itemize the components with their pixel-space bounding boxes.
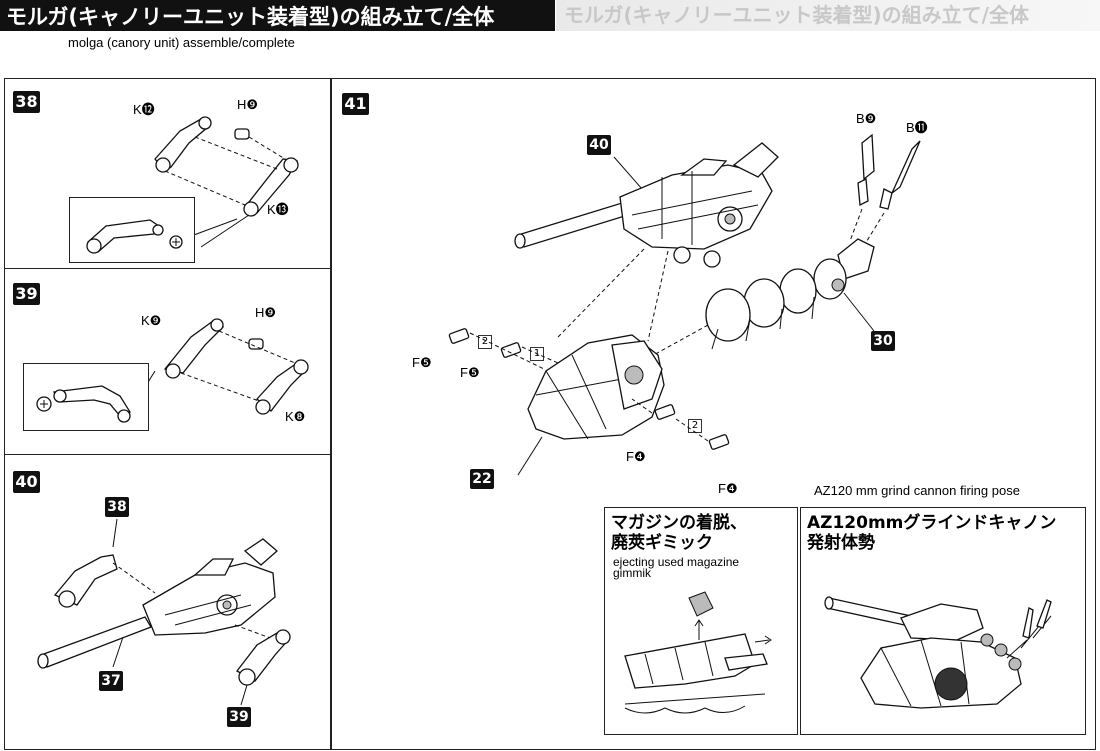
ref-step-39: 39	[227, 707, 251, 727]
magazine-title-line1: マガジンの着脱、	[611, 513, 747, 533]
step-40-panel: 40 38 37 39	[4, 454, 331, 750]
label-f4-a: F❹	[626, 449, 646, 464]
cannon-pose-inset: AZ120mmグラインドキャノン 発射体勢	[800, 507, 1086, 735]
label-k8: K❽	[285, 409, 306, 424]
label-h9-2: H❾	[255, 305, 277, 320]
header-title-bar: 4 モルガ(キャノリーユニット装着型)の組み立て/全体	[0, 0, 555, 31]
step-41-assembly-illustration	[448, 133, 921, 476]
step-40-cannon-illustration	[37, 518, 291, 706]
step-38-detail-inset	[69, 197, 195, 263]
cannon-pose-illustration	[824, 596, 1052, 709]
cannon-pose-title-line1: AZ120mmグラインドキャノン	[807, 513, 1057, 533]
step-39-panel: 39 K❾ H❾ K❽	[4, 268, 331, 456]
ref-step-40-main: 40	[587, 135, 611, 155]
step-38-parts-illustration	[154, 116, 299, 248]
header-title: モルガ(キャノリーユニット装着型)の組み立て/全体	[6, 4, 495, 29]
ref-step-37: 37	[99, 671, 123, 691]
magazine-caption-en-2: gimmik	[613, 566, 651, 580]
magazine-gimmick-inset: マガジンの着脱、 廃莢ギミック ejecting used magazine g…	[604, 507, 798, 735]
step-41-number: 41	[342, 93, 369, 115]
step-39-parts-illustration	[144, 318, 309, 415]
step-tag-2-upper: 2	[478, 335, 492, 349]
label-k12: K⓬	[133, 102, 155, 117]
magazine-gimmick-illustration	[624, 591, 772, 714]
step-38-panel: 38 K⓬ H❾ K⓭	[4, 78, 331, 270]
ref-step-30: 30	[871, 331, 895, 351]
label-k13: K⓭	[267, 202, 289, 217]
ref-step-22: 22	[470, 469, 494, 489]
step-39-detail-inset	[23, 363, 149, 431]
step-41-panel: 41 40 30 22 B❾ B⓫ F❺ F❺ F❹ F❹ 2 1 1 2	[331, 78, 1096, 750]
step-39-number: 39	[13, 283, 40, 305]
label-b11: B⓫	[906, 120, 928, 135]
label-f5-b: F❺	[460, 365, 480, 380]
magazine-title-line2: 廃莢ギミック	[611, 533, 713, 553]
cannon-pose-title-line2: 発射体勢	[807, 533, 875, 553]
label-k9: K❾	[141, 313, 162, 328]
magazine-caption-en-1: ejecting used magazine	[613, 555, 740, 569]
step-40-number: 40	[13, 471, 40, 493]
label-f5-a: F❺	[412, 355, 432, 370]
label-h9: H❾	[237, 97, 259, 112]
ref-step-38: 38	[105, 497, 129, 517]
cannon-pose-caption-en: AZ120 mm grind cannon firing pose	[814, 483, 1020, 498]
label-f4-b: F❹	[718, 481, 738, 496]
label-b9: B❾	[856, 111, 877, 126]
step-38-number: 38	[13, 91, 40, 113]
subtitle: molga (canory unit) assemble/complete	[68, 35, 295, 50]
header-bleed-through-text: モルガ(キャノリーユニット装着型)の組み立て/全体	[556, 0, 1100, 31]
